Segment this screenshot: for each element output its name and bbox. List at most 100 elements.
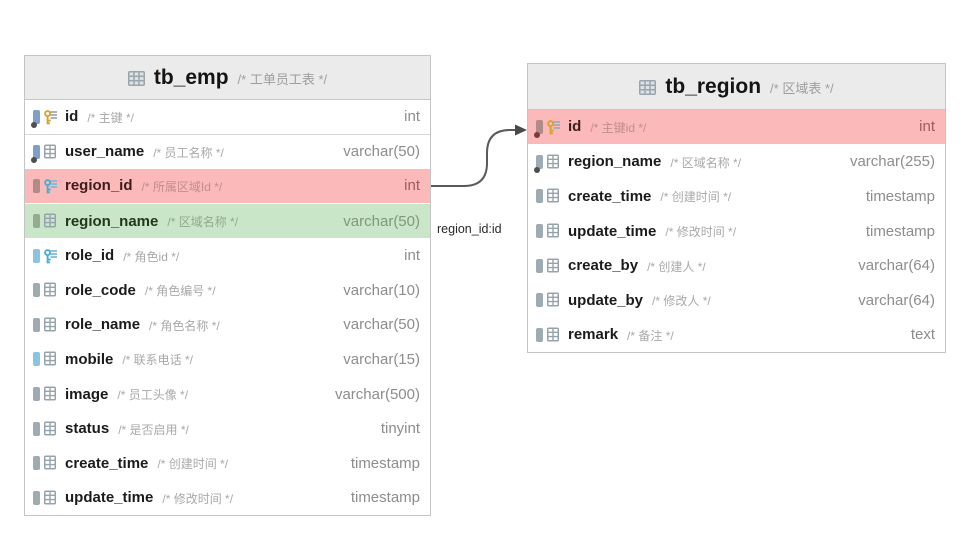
- column-comment: /* 创建时间 */: [157, 457, 229, 472]
- column-bar-icon: [33, 456, 40, 471]
- column-icon: [535, 290, 562, 310]
- column-bar-icon: [536, 119, 543, 134]
- column-type: varchar(15): [343, 350, 420, 368]
- key-icon: [44, 179, 57, 194]
- column-name: image: [65, 385, 109, 403]
- column-type: timestamp: [350, 454, 420, 472]
- column-name: region_name: [568, 153, 662, 171]
- table-column-row[interactable]: region_id /* 所属区域Id */ int: [25, 169, 430, 204]
- column-bar-icon: [33, 144, 40, 159]
- column-comment: /* 修改时间 */: [162, 491, 234, 506]
- table-column-row[interactable]: create_time /* 创建时间 */ timestamp: [25, 445, 430, 481]
- column-icon: [32, 176, 59, 196]
- key-icon: [547, 119, 560, 135]
- column-name: role_id: [65, 247, 115, 265]
- table-column-row[interactable]: id /* 主键id */ int: [528, 110, 945, 145]
- column-comment: /* 角色id */: [123, 249, 180, 264]
- column-comment: /* 创建时间 */: [660, 190, 732, 205]
- column-name: region_id: [65, 177, 133, 195]
- table-header-tb-emp[interactable]: tb_emp /* 工单员工表 */: [25, 56, 430, 100]
- table-column-row[interactable]: id /* 主键 */ int: [25, 100, 430, 135]
- table-column-row[interactable]: user_name /* 员工名称 */ varchar(50): [25, 134, 430, 170]
- column-comment: /* 员工头像 */: [117, 388, 189, 403]
- column-name: role_name: [65, 316, 141, 334]
- column-type: varchar(500): [334, 385, 420, 403]
- column-icon: [32, 488, 59, 508]
- column-type: varchar(255): [849, 153, 935, 171]
- column-type: varchar(64): [858, 291, 935, 309]
- table-header-tb-region[interactable]: tb_region /* 区域表 */: [528, 64, 945, 110]
- table-column-row[interactable]: create_by /* 创建人 */ varchar(64): [528, 248, 945, 283]
- table-column-row[interactable]: status /* 是否启用 */ tinyint: [25, 411, 430, 446]
- column-bar-icon: [536, 327, 543, 342]
- not-null-dot-icon: [534, 166, 540, 173]
- table-column-row[interactable]: update_time /* 修改时间 */ timestamp: [25, 480, 430, 516]
- column-grid-icon: [547, 154, 559, 169]
- column-comment: /* 联系电话 */: [122, 353, 194, 368]
- fk-connector-arrow-icon: [515, 124, 527, 136]
- column-comment: /* 区域名称 */: [670, 155, 742, 170]
- table-column-row[interactable]: mobile /* 联系电话 */ varchar(15): [25, 342, 430, 377]
- column-grid-icon: [44, 144, 56, 159]
- column-bar-icon: [33, 248, 40, 263]
- column-bar-icon: [536, 224, 543, 239]
- column-type: varchar(50): [343, 212, 420, 230]
- table-column-row[interactable]: region_name /* 区域名称 */ varchar(255): [528, 144, 945, 180]
- table-column-row[interactable]: role_code /* 角色编号 */ varchar(10): [25, 272, 430, 308]
- table-column-row[interactable]: role_name /* 角色名称 */ varchar(50): [25, 307, 430, 343]
- column-icon: [32, 349, 59, 369]
- column-grid-icon: [44, 490, 56, 505]
- column-bar-icon: [33, 490, 40, 505]
- column-bar-icon: [33, 317, 40, 332]
- column-type: int: [919, 118, 935, 136]
- table-column-row[interactable]: image /* 员工头像 */ varchar(500): [25, 376, 430, 412]
- not-null-dot-icon: [31, 121, 37, 128]
- column-bar-icon: [33, 387, 40, 402]
- table-node-tb-emp[interactable]: tb_emp /* 工单员工表 */ id /* 主键 */ int: [24, 55, 431, 517]
- table-column-row[interactable]: remark /* 备注 */ text: [528, 317, 945, 353]
- column-comment: /* 主键 */: [87, 110, 135, 125]
- table-grid-icon: [127, 70, 145, 86]
- column-icon: [32, 211, 59, 231]
- column-name: create_time: [65, 454, 149, 472]
- column-bar-icon: [33, 421, 40, 436]
- column-icon: [32, 384, 59, 404]
- column-icon: [32, 453, 59, 473]
- column-bar-icon: [536, 293, 543, 308]
- table-column-row[interactable]: role_id /* 角色id */ int: [25, 238, 430, 273]
- fk-connector-line[interactable]: [431, 129, 515, 187]
- column-grid-icon: [547, 292, 559, 307]
- fk-relation-label: region_id:id: [437, 222, 502, 236]
- table-column-row[interactable]: update_by /* 修改人 */ varchar(64): [528, 282, 945, 318]
- column-rows: id /* 主键 */ int user_name /* 员工名称 */ var…: [25, 100, 430, 516]
- table-column-row[interactable]: create_time /* 创建时间 */ timestamp: [528, 179, 945, 214]
- column-name: update_time: [65, 489, 154, 507]
- column-name: user_name: [65, 143, 145, 161]
- column-name: status: [65, 420, 110, 438]
- column-name: region_name: [65, 212, 159, 230]
- table-node-tb-region[interactable]: tb_region /* 区域表 */ id /* 主键id */ int: [527, 63, 946, 354]
- column-type: timestamp: [350, 489, 420, 507]
- column-grid-icon: [547, 327, 559, 342]
- column-comment: /* 主键id */: [590, 120, 647, 135]
- column-bar-icon: [33, 178, 40, 193]
- column-comment: /* 修改人 */: [652, 294, 711, 309]
- column-icon: [534, 117, 562, 138]
- column-name: remark: [568, 326, 619, 344]
- column-icon: [32, 419, 59, 439]
- column-icon: [535, 256, 562, 276]
- column-name: role_code: [65, 281, 136, 299]
- table-column-row[interactable]: region_name /* 区域名称 */ varchar(50): [25, 203, 430, 239]
- column-type: varchar(50): [343, 316, 420, 334]
- key-icon: [44, 109, 57, 125]
- column-comment: /* 备注 */: [627, 328, 674, 343]
- table-column-row[interactable]: update_time /* 修改时间 */ timestamp: [528, 213, 945, 249]
- column-type: int: [404, 177, 420, 195]
- column-type: timestamp: [865, 222, 935, 240]
- column-grid-icon: [44, 317, 56, 332]
- column-icon: [32, 280, 59, 300]
- not-null-dot-icon: [534, 131, 540, 138]
- column-grid-icon: [547, 188, 559, 203]
- not-null-dot-icon: [31, 156, 37, 163]
